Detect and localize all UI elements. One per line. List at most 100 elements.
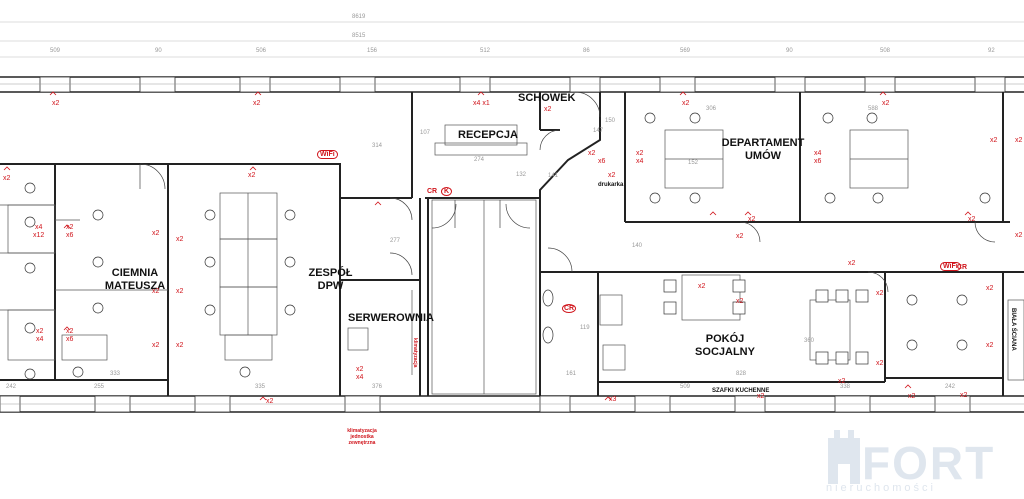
room-label-departament: DEPARTAMENT UMÓW (721, 137, 805, 162)
dim-inner: 147 (593, 128, 604, 134)
outlet-count: x4 (36, 336, 44, 343)
wifi-tag: WiFi (940, 262, 961, 271)
room-label-recepcja: RECEPCJA (458, 129, 518, 141)
outlet-count: x2 (3, 175, 11, 182)
outlet-count: x2 (176, 236, 184, 243)
dim-inner: 509 (680, 384, 691, 390)
outlet-count: x2 (66, 328, 74, 335)
dim-inner: 277 (390, 238, 401, 244)
outlet-count: x2 (848, 260, 856, 267)
outlet-count: x2 (986, 285, 994, 292)
dim-seg: 90 (786, 48, 793, 54)
room-label-serwerownia: SERWEROWNIA (348, 312, 434, 324)
logo-subtitle: nieruchomości (826, 482, 936, 494)
outlet-count: x12 (33, 232, 45, 239)
outlet-count: x4 (814, 150, 822, 157)
dim-inner: 152 (688, 160, 699, 166)
outlet-count: x2 (544, 106, 552, 113)
outlet-count: x2 (990, 137, 998, 144)
dim-inner: 314 (372, 143, 383, 149)
dim-inner: 360 (804, 338, 815, 344)
outlet-count: x2 (1015, 137, 1023, 144)
dim-seg: 508 (880, 48, 891, 54)
room-label-biala-sciana: BIAŁA ŚCIANA (1009, 308, 1016, 351)
outlet-count: x2 (608, 172, 616, 179)
logo-wordmark: FORT (862, 437, 996, 489)
outlet-count: x2 (152, 342, 160, 349)
dim-total-inner: 8515 (352, 33, 366, 39)
dim-seg: 509 (50, 48, 61, 54)
outlet-count: x2 (882, 100, 890, 107)
k-tag: K (441, 187, 453, 196)
dim-seg: 90 (155, 48, 162, 54)
outlet-count: x2 (908, 393, 916, 400)
label-drukarka: drukarka (598, 182, 624, 188)
wifi-tag: WiFi (317, 150, 338, 159)
outlet-count: x2 (986, 342, 994, 349)
label-klimatyzacja-small: klimatyzacja (412, 338, 418, 368)
dim-inner: 828 (736, 371, 747, 377)
outlet-count: x2 (356, 366, 364, 373)
fort-logo: FORT nieruchomości (822, 426, 1018, 496)
dim-inner: 161 (566, 371, 577, 377)
outlet-count: x2 (176, 288, 184, 295)
outlet-count: x2 (176, 342, 184, 349)
cr-tag: CR (427, 188, 438, 195)
dim-seg: 92 (988, 48, 995, 54)
outlet-count: x4 x1 (473, 100, 490, 107)
outlet-count: x2 (253, 100, 261, 107)
dim-total-outer: 8619 (352, 14, 366, 20)
room-label-schowek: SCHOWEK (518, 92, 576, 104)
outlet-count: x4 (356, 374, 364, 381)
outlet-count: x2 (682, 100, 690, 107)
outlet-count: x2 (876, 290, 884, 297)
outlet-count: x2 (736, 233, 744, 240)
dim-seg: 512 (480, 48, 491, 54)
outlet-count: x4 (35, 224, 43, 231)
label-szafki: SZAFKI KUCHENNE (712, 388, 770, 394)
outlet-count: x2 (960, 392, 968, 399)
outlet-count: x2 (152, 288, 160, 295)
outlet-count: x4 (636, 158, 644, 165)
outlet-count: x2 (66, 224, 74, 231)
outlet-count: x2 (876, 360, 884, 367)
room-label-ciemnia: CIEMNIA MATEUSZA (104, 267, 166, 292)
dim-inner: 242 (6, 384, 17, 390)
room-label-zespol: ZESPÓŁ DPW (308, 267, 353, 292)
dim-seg: 156 (367, 48, 378, 54)
outlet-count: x3 (609, 396, 617, 403)
outlet-count: x2 (698, 283, 706, 290)
outlet-count: x6 (66, 232, 74, 239)
outlet-count: x2 (52, 100, 60, 107)
dim-inner: 140 (632, 243, 643, 249)
tower-icon (828, 430, 860, 484)
dim-seg: 569 (680, 48, 691, 54)
cr-tag: CR (957, 264, 968, 271)
outlet-count: x2 (588, 150, 596, 157)
dim-inner: 588 (868, 106, 879, 112)
outlet-count: x2 (736, 298, 744, 305)
outlet-count: x6 (598, 158, 606, 165)
dim-inner: 338 (840, 384, 851, 390)
dim-inner: 150 (605, 118, 616, 124)
cr-tag: CR (562, 304, 577, 313)
dim-seg: 506 (256, 48, 267, 54)
dim-inner: 333 (110, 371, 121, 377)
dim-inner: 376 (372, 384, 383, 390)
outlet-count: x2 (1015, 232, 1023, 239)
dim-inner: 119 (580, 325, 590, 331)
dim-inner: 306 (706, 106, 717, 112)
outlet-count: x2 (748, 216, 756, 223)
outlet-count: x2 (266, 398, 274, 405)
outlet-count: x2 (248, 172, 256, 179)
outlet-count: x2 (968, 216, 976, 223)
label-klimatyzacja: klimatyzacja jednostka zewnętrzna (347, 428, 377, 446)
room-label-pokoj: POKÓJ SOCJALNY (695, 333, 755, 358)
outlet-count: x2 (636, 150, 644, 157)
dim-seg: 86 (583, 48, 590, 54)
dim-inner: 335 (255, 384, 266, 390)
dim-inner: 141 (548, 173, 559, 179)
dim-inner: 132 (516, 172, 527, 178)
dim-inner: 255 (94, 384, 105, 390)
outlet-count: x6 (66, 336, 74, 343)
